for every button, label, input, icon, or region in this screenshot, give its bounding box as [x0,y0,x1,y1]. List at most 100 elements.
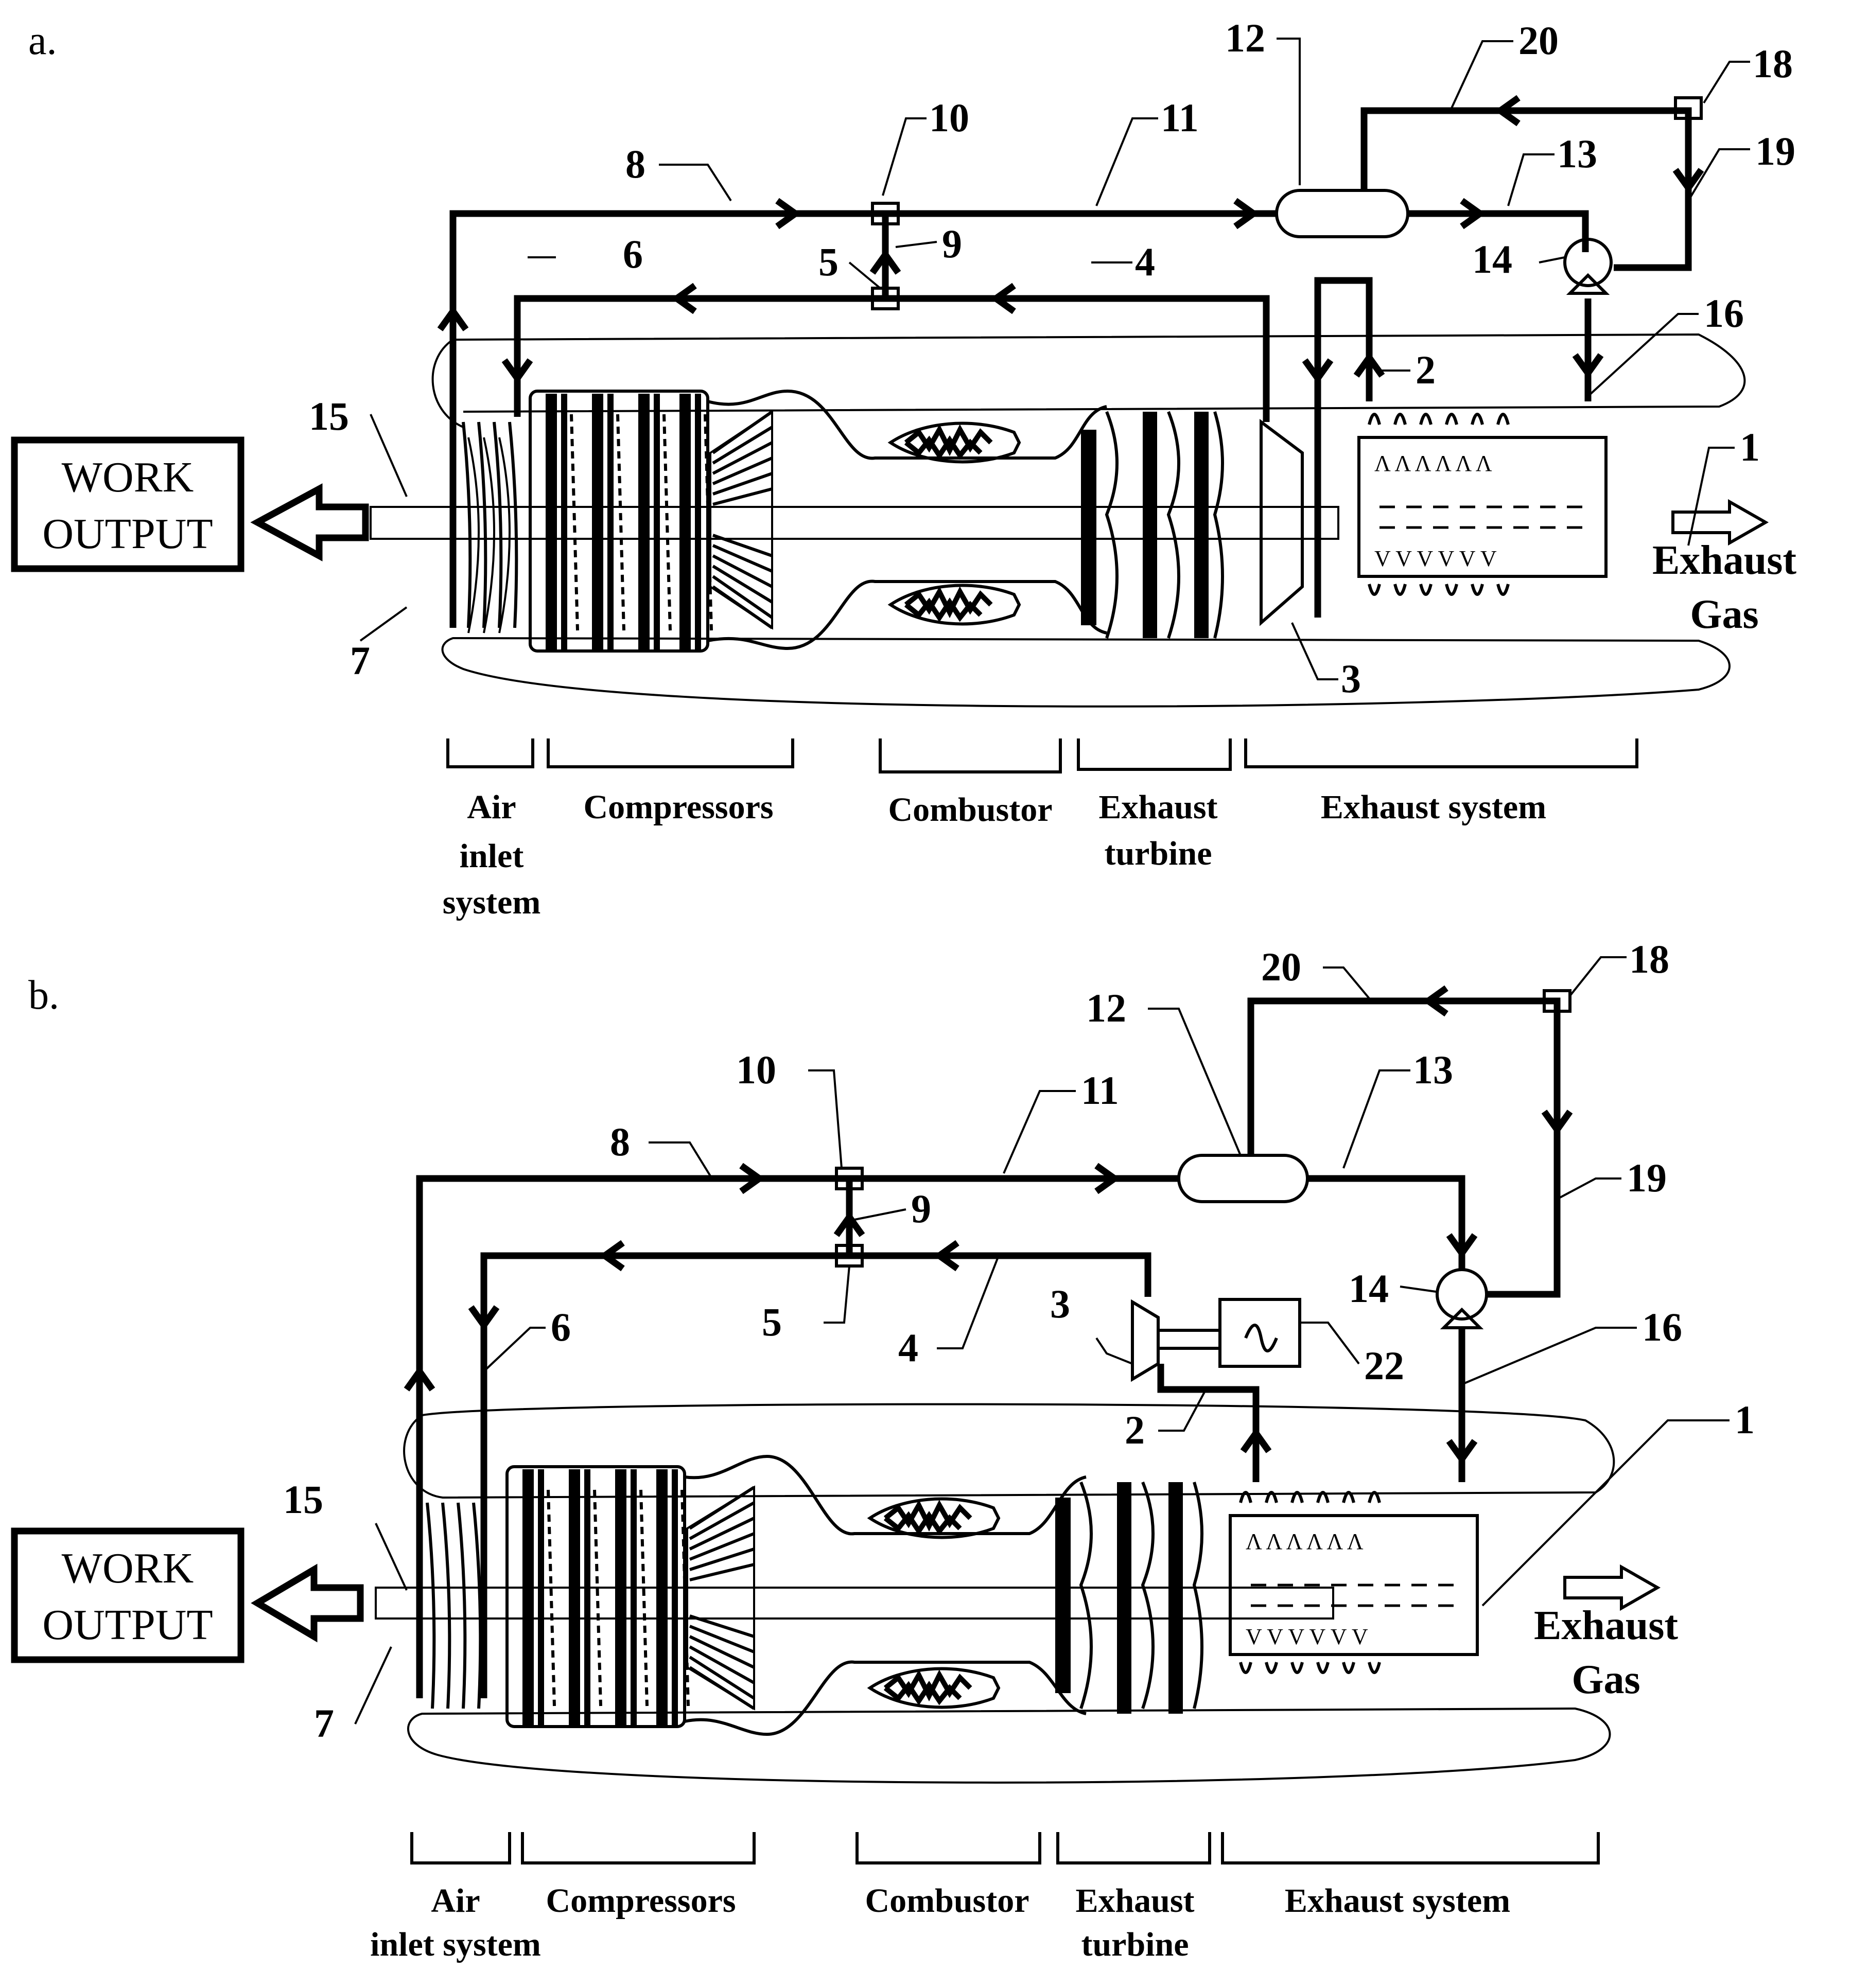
leaders-a [359,38,1750,680]
panel-a-letter: a. [28,18,57,63]
panel-a: a. [11,15,1796,921]
num-6-b: 6 [551,1305,571,1349]
num-16-a: 16 [1704,291,1744,336]
num-15-a: 15 [309,394,349,438]
section-brackets-a [446,738,1638,773]
num-1-b: 1 [1735,1397,1755,1442]
exhaust-turbine-b [1055,1481,1203,1714]
engine-casing-bottom-a [441,637,1731,708]
num-2-a: 2 [1416,347,1436,392]
num-19-a: 19 [1755,129,1795,173]
num-10-a: 10 [929,95,969,140]
work-output-arrow-a [250,483,369,561]
num-6-a: 6 [623,232,643,276]
num-14-b: 14 [1349,1266,1389,1311]
work-output-line1-a: WORK [62,453,194,501]
label-combustor-a: Combustor [888,791,1052,829]
exhaust-gas-line2-a: Gas [1690,592,1758,637]
label-turbine-1-a: Exhaust [1098,788,1217,826]
num-7-a: 7 [350,638,370,683]
label-exhaust-system-a: Exhaust system [1321,788,1546,826]
num-19-b: 19 [1627,1155,1667,1200]
work-output-line2-a: OUTPUT [42,510,213,558]
work-output-line2-b: OUTPUT [42,1601,213,1649]
shaft-a [370,506,1339,540]
expander-3-b [1131,1299,1160,1382]
heat-exchanger-1-a [1359,414,1606,594]
num-11-a: 11 [1161,95,1199,140]
part-numbers-b: 1 2 3 4 5 6 7 8 9 10 11 12 13 14 15 16 1… [283,937,1755,1746]
combustor-flame-top-b [870,1499,999,1538]
num-4-b: 4 [898,1325,918,1370]
num-20-b: 20 [1261,944,1301,989]
num-18-b: 18 [1629,937,1669,981]
expander-3-a [1260,419,1304,626]
part-numbers-a: 1 2 3 4 5 6 7 8 9 10 11 12 13 14 15 16 1… [309,15,1795,701]
section-brackets-b [410,1832,1600,1864]
compressors-b [505,1465,755,1728]
compressors-a [529,390,773,653]
num-13-a: 13 [1557,131,1597,176]
num-7-b: 7 [314,1701,334,1746]
label-exhaust-system-b: Exhaust system [1285,1882,1510,1920]
combustor-flame-bottom-a [890,586,1019,624]
generator-22-b [1218,1298,1301,1368]
num-12-b: 12 [1086,986,1126,1030]
engine-casing-top-a [452,333,1746,413]
exhaust-arrow-a [1671,499,1769,546]
num-18-a: 18 [1753,41,1793,86]
air-inlet-blades-a [462,421,518,634]
combustor-flame-top-a [890,424,1019,462]
num-5-b: 5 [762,1299,782,1344]
label-turbine-2-b: turbine [1081,1926,1189,1963]
num-8-b: 8 [610,1119,630,1164]
work-output-arrow-b [251,1563,364,1643]
num-20-a: 20 [1518,18,1559,63]
num-2-b: 2 [1125,1408,1145,1452]
num-8-a: 8 [625,142,645,186]
panel-b: b. [11,937,1755,1963]
num-10-b: 10 [736,1047,776,1092]
exhaust-arrow-b [1563,1564,1661,1611]
num-4-a: 4 [1135,239,1155,284]
exhaust-gas-line2-b: Gas [1571,1657,1640,1702]
num-11-b: 11 [1081,1068,1119,1113]
num-13-b: 13 [1413,1047,1453,1092]
num-9-a: 9 [942,221,962,266]
heat-exchanger-1-b [1230,1492,1477,1673]
work-output-line1-b: WORK [62,1544,194,1592]
air-inlet-blades-b [426,1502,482,1709]
label-combustor-b: Combustor [865,1882,1029,1920]
pipes-a [449,96,1703,628]
num-12-a: 12 [1225,15,1265,60]
flow-arrows-b [404,985,1573,1465]
num-16-b: 16 [1642,1305,1682,1349]
work-output-box-b [11,1527,245,1663]
label-air-inlet-1-b: Air [431,1882,480,1920]
num-5-a: 5 [818,239,839,284]
num-3-a: 3 [1341,656,1361,701]
panel-b-letter: b. [28,973,59,1018]
combustor-flame-bottom-b [870,1669,999,1708]
num-22-b: 22 [1364,1343,1404,1388]
engine-casing-bottom-b [407,1707,1611,1784]
label-compressors-a: Compressors [583,788,773,826]
num-15-b: 15 [283,1477,323,1522]
exhaust-gas-line1-a: Exhaust [1652,538,1796,583]
label-turbine-2-a: turbine [1104,835,1212,872]
label-turbine-1-b: Exhaust [1075,1882,1194,1920]
num-9-b: 9 [911,1186,931,1231]
pipes-b [416,989,1571,1698]
num-1-a: 1 [1740,425,1760,469]
label-compressors-b: Compressors [546,1882,736,1920]
label-air-inlet-2-a: inlet [460,837,524,875]
leaders-b [354,956,1730,1725]
exhaust-turbine-a [1081,411,1224,639]
label-air-inlet-2-b: inlet system [370,1926,541,1963]
label-air-inlet-3-a: system [443,884,541,921]
num-3-b: 3 [1050,1281,1070,1326]
exhaust-gas-line1-b: Exhaust [1534,1603,1678,1648]
shaft-b [375,1587,1334,1620]
